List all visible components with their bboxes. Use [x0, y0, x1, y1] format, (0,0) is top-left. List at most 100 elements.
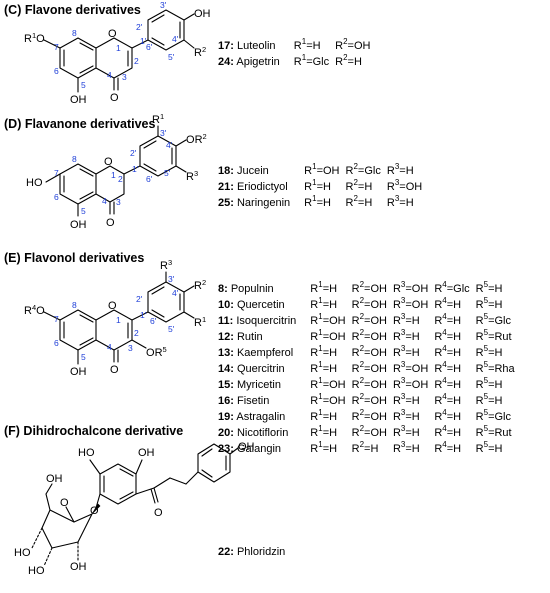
svg-text:1': 1' — [132, 164, 139, 174]
svg-text:8: 8 — [72, 154, 77, 164]
svg-text:2': 2' — [136, 22, 143, 32]
section-title-flavanone: (D) Flavanone derivatives — [4, 117, 156, 131]
svg-text:1: 1 — [111, 170, 116, 180]
svg-text:5: 5 — [81, 206, 86, 216]
svg-text:7: 7 — [54, 168, 59, 178]
svg-text:2': 2' — [136, 294, 143, 304]
svg-text:O: O — [108, 300, 117, 312]
svg-text:O: O — [60, 497, 69, 509]
hydroxy-5: OH — [70, 94, 87, 106]
svg-text:3': 3' — [160, 0, 167, 10]
svg-text:4: 4 — [107, 342, 112, 352]
svg-text:2: 2 — [134, 328, 139, 338]
svg-text:O: O — [110, 364, 119, 376]
flavone-compound-table: 17: Luteolin R1=H R2=OH 24: Apigetrin R1… — [218, 36, 376, 70]
table-row: 21: Eriodictyol R1=H R2=H R3=OH — [218, 177, 423, 193]
table-row: 17: Luteolin R1=H R2=OH — [218, 36, 371, 52]
table-row: 25: Naringenin R1=H R2=H R3=H — [218, 193, 414, 209]
section-title-flavonol: (E) Flavonol derivatives — [4, 251, 145, 265]
svg-text:OH: OH — [70, 561, 87, 573]
svg-text:3: 3 — [128, 343, 133, 353]
svg-text:O: O — [154, 507, 163, 519]
svg-text:6': 6' — [146, 42, 153, 52]
svg-text:8: 8 — [72, 28, 77, 38]
svg-text:1: 1 — [116, 315, 121, 325]
svg-text:OH: OH — [46, 473, 63, 485]
svg-text:8: 8 — [72, 300, 77, 310]
svg-text:HO: HO — [14, 547, 31, 559]
svg-text:HO: HO — [28, 565, 45, 577]
svg-text:5: 5 — [81, 80, 86, 90]
svg-text:R1O: R1O — [24, 31, 45, 45]
svg-text:4': 4' — [172, 34, 179, 44]
svg-text:R1: R1 — [194, 315, 206, 329]
svg-text:6': 6' — [150, 316, 157, 326]
phloridzin-label: 22: Phloridzin — [218, 546, 286, 558]
svg-text:4: 4 — [102, 196, 107, 206]
svg-text:O: O — [106, 217, 115, 229]
flavonol-structure: O O OH R4O OR5 R3 R2 R1 8 7 6 5 1 2 3 4 2' 3'… — [24, 258, 206, 378]
svg-text:2: 2 — [134, 56, 139, 66]
svg-text:R3: R3 — [160, 258, 172, 272]
svg-text:OH: OH — [238, 441, 255, 453]
svg-text:R2: R2 — [194, 278, 206, 292]
svg-text:4': 4' — [166, 140, 173, 150]
section-title-flavone: (C) Flavone derivatives — [4, 3, 141, 17]
svg-text:5': 5' — [168, 324, 175, 334]
carbonyl-oxygen: O — [110, 92, 119, 104]
svg-text:3': 3' — [168, 274, 175, 284]
svg-text:5': 5' — [168, 52, 175, 62]
svg-text:6: 6 — [54, 338, 59, 348]
svg-text:O: O — [104, 156, 113, 168]
svg-text:R4O: R4O — [24, 303, 45, 317]
phloridzin-structure: HO OH O OH O O OH HO HO OH — [14, 441, 255, 577]
svg-text:OH: OH — [70, 366, 87, 378]
svg-text:7: 7 — [54, 314, 59, 324]
svg-text:1: 1 — [116, 43, 121, 53]
svg-text:OH: OH — [138, 447, 155, 459]
flavanone-compound-table: 18: Jucein R1=OH R2=Glc R3=H 21: Eriodic… — [218, 161, 428, 211]
svg-text:6': 6' — [146, 174, 153, 184]
svg-text:7: 7 — [54, 42, 59, 52]
svg-text:OH: OH — [70, 219, 87, 231]
svg-text:3: 3 — [116, 197, 121, 207]
svg-text:1': 1' — [140, 310, 147, 320]
svg-text:3': 3' — [160, 128, 167, 138]
svg-text:3: 3 — [122, 72, 127, 82]
svg-text:HO: HO — [26, 177, 43, 189]
svg-text:6: 6 — [54, 66, 59, 76]
svg-text:R1: R1 — [152, 112, 164, 126]
svg-text:5: 5 — [81, 352, 86, 362]
svg-text:1': 1' — [140, 36, 147, 46]
svg-text:2: 2 — [118, 174, 123, 184]
svg-text:5': 5' — [164, 168, 171, 178]
table-row: 24: Apigetrin R1=Glc R2=H — [218, 52, 362, 68]
svg-text:R2: R2 — [194, 45, 206, 59]
svg-text:OR5: OR5 — [146, 345, 167, 359]
svg-text:OR2: OR2 — [186, 132, 207, 146]
svg-text:2': 2' — [130, 148, 137, 158]
svg-text:O: O — [90, 505, 99, 517]
table-row: 18: Jucein R1=OH R2=Glc R3=H — [218, 161, 414, 177]
svg-text:4: 4 — [107, 70, 112, 80]
section-title-dihydrochalcone: (F) Dihidrochalcone derivative — [4, 424, 184, 438]
flavone-structure: O O OH R1O OH R2 87 65 12 34 2'3' 4'5' 6… — [24, 0, 211, 106]
svg-text:4': 4' — [172, 288, 179, 298]
svg-text:R3: R3 — [186, 169, 198, 183]
svg-text:HO: HO — [78, 447, 95, 459]
svg-text:6: 6 — [54, 192, 59, 202]
ring-oxygen: O — [108, 28, 117, 40]
